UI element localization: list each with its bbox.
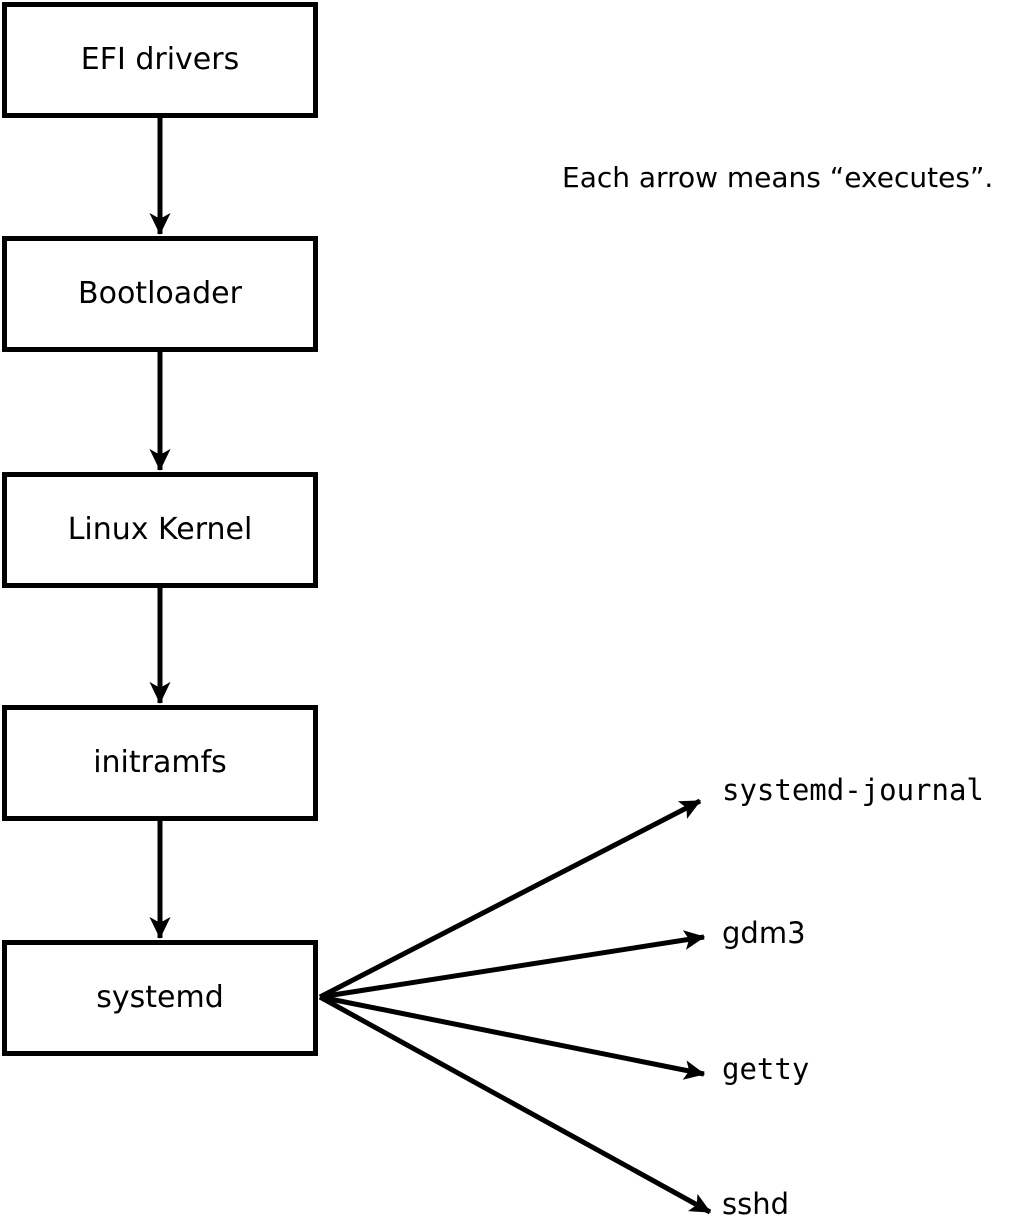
arrow-systemd-to-getty xyxy=(319,994,706,1080)
node-initramfs[interactable]: initramfs xyxy=(2,705,318,821)
diagram-caption: Each arrow means “executes”. xyxy=(562,161,994,194)
node-label-bootloader: Bootloader xyxy=(78,276,242,311)
node-efi-drivers[interactable]: EFI drivers xyxy=(2,2,318,118)
node-bootloader[interactable]: Bootloader xyxy=(2,236,318,352)
arrow-systemd-to-systemd-journal xyxy=(318,798,702,1000)
leaf-label-gdm3[interactable]: gdm3 xyxy=(722,916,806,950)
fan-arrow-group xyxy=(318,798,712,1215)
leaf-label-getty[interactable]: getty xyxy=(722,1052,810,1086)
leaf-label-sshd[interactable]: sshd xyxy=(722,1187,790,1221)
node-systemd[interactable]: systemd xyxy=(2,940,318,1056)
node-label-systemd: systemd xyxy=(96,980,224,1015)
node-linux-kernel[interactable]: Linux Kernel xyxy=(2,472,318,588)
node-label-linux-kernel: Linux Kernel xyxy=(67,512,253,547)
node-label-efi-drivers: EFI drivers xyxy=(80,42,240,77)
leaf-label-systemd-journal[interactable]: systemd-journal xyxy=(722,773,984,807)
arrow-systemd-to-gdm3 xyxy=(319,930,706,1000)
arrow-systemd-to-sshd xyxy=(318,994,712,1215)
node-label-initramfs: initramfs xyxy=(93,745,227,780)
